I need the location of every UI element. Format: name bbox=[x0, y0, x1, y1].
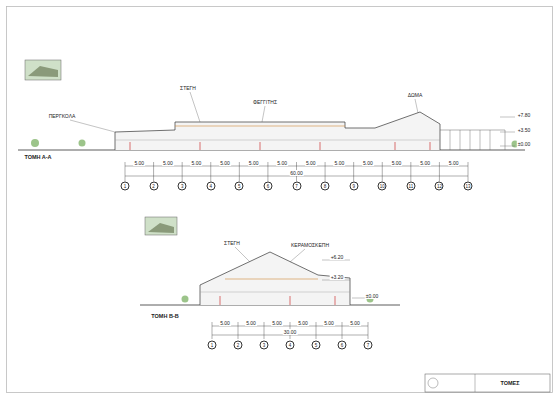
grid-number: 10 bbox=[380, 184, 385, 189]
grid-bubble: 3 bbox=[178, 182, 187, 191]
grid-bubble: 7 bbox=[364, 341, 373, 350]
grid-number: 4 bbox=[209, 184, 212, 189]
callout-label: ΠΕΡΓΚΟΛΑ bbox=[48, 113, 77, 119]
level-label: +3.20 bbox=[330, 274, 345, 280]
level-label: ±0.00 bbox=[517, 141, 531, 147]
dim-label: 5.00 bbox=[305, 160, 317, 166]
grid-number: 1 bbox=[124, 184, 127, 189]
grid-bubble: 6 bbox=[263, 182, 272, 191]
grid-bubble: 1 bbox=[208, 341, 217, 350]
title-label: ΤΟΜΗ Α-Α bbox=[23, 154, 52, 160]
dim-label: 30.00 bbox=[283, 329, 298, 335]
level-label: +7.80 bbox=[517, 112, 532, 118]
grid-number: 3 bbox=[181, 184, 184, 189]
level-label: ±0.00 bbox=[365, 293, 379, 299]
callout-label: ΦΕΓΓΙΤΗΣ bbox=[252, 99, 278, 105]
grid-number: 6 bbox=[341, 343, 344, 348]
grid-number: 8 bbox=[324, 184, 327, 189]
grid-bubble: 13 bbox=[464, 182, 473, 191]
grid-bubble: 4 bbox=[206, 182, 215, 191]
grid-number: 13 bbox=[465, 184, 470, 189]
grid-number: 3 bbox=[263, 343, 266, 348]
dim-label: 5.00 bbox=[248, 160, 260, 166]
dim-label: 5.00 bbox=[297, 320, 309, 326]
grid-bubble: 7 bbox=[292, 182, 301, 191]
grid-bubble: 11 bbox=[406, 182, 415, 191]
grid-number: 1 bbox=[211, 343, 214, 348]
dim-label: 5.00 bbox=[219, 160, 231, 166]
grid-number: 9 bbox=[352, 184, 355, 189]
grid-bubble: 1 bbox=[121, 182, 130, 191]
dim-label: 60.00 bbox=[289, 170, 304, 176]
dim-label: 5.00 bbox=[133, 160, 145, 166]
title-label: ΤΟΜΗ Β-Β bbox=[150, 313, 179, 319]
dim-label: 5.00 bbox=[391, 160, 403, 166]
level-label: +3.50 bbox=[517, 127, 532, 133]
dim-label: 5.00 bbox=[271, 320, 283, 326]
grid-number: 12 bbox=[437, 184, 442, 189]
grid-number: 4 bbox=[289, 343, 292, 348]
grid-number: 6 bbox=[267, 184, 270, 189]
dim-label: 5.00 bbox=[419, 160, 431, 166]
callout-label: ΚΕΡΑΜΟΣΚΕΠΗ bbox=[290, 242, 330, 248]
grid-bubble: 3 bbox=[260, 341, 269, 350]
dim-label: 5.00 bbox=[245, 320, 257, 326]
grid-number: 7 bbox=[367, 343, 370, 348]
dim-label: 5.00 bbox=[448, 160, 460, 166]
dim-label: 5.00 bbox=[191, 160, 203, 166]
dim-label: 5.00 bbox=[334, 160, 346, 166]
grid-bubble: 5 bbox=[235, 182, 244, 191]
level-label: +6.20 bbox=[330, 254, 345, 260]
dim-label: 5.00 bbox=[162, 160, 174, 166]
grid-bubble: 4 bbox=[286, 341, 295, 350]
grid-bubble: 2 bbox=[149, 182, 158, 191]
grid-number: 7 bbox=[295, 184, 298, 189]
grid-number: 2 bbox=[237, 343, 240, 348]
grid-bubble: 2 bbox=[234, 341, 243, 350]
grid-number: 5 bbox=[315, 343, 318, 348]
grid-bubble: 9 bbox=[349, 182, 358, 191]
callout-label: ΣΤΕΓΗ bbox=[179, 85, 197, 91]
dim-label: 5.00 bbox=[323, 320, 335, 326]
grid-number: 11 bbox=[408, 184, 413, 189]
dim-label: 5.00 bbox=[219, 320, 231, 326]
dim-label: 5.00 bbox=[276, 160, 288, 166]
grid-bubble: 12 bbox=[435, 182, 444, 191]
callout-label: ΣΤΕΓΗ bbox=[223, 240, 241, 246]
grid-number: 2 bbox=[152, 184, 155, 189]
dim-label: 5.00 bbox=[362, 160, 374, 166]
dim-label: 5.00 bbox=[349, 320, 361, 326]
grid-bubble: 5 bbox=[312, 341, 321, 350]
grid-bubble: 8 bbox=[321, 182, 330, 191]
title-block-label: ΤΟΜΕΣ bbox=[499, 380, 520, 386]
grid-bubble: 6 bbox=[338, 341, 347, 350]
callout-label: ΔΩΜΑ bbox=[407, 92, 424, 98]
grid-number: 5 bbox=[238, 184, 241, 189]
grid-bubble: 10 bbox=[378, 182, 387, 191]
